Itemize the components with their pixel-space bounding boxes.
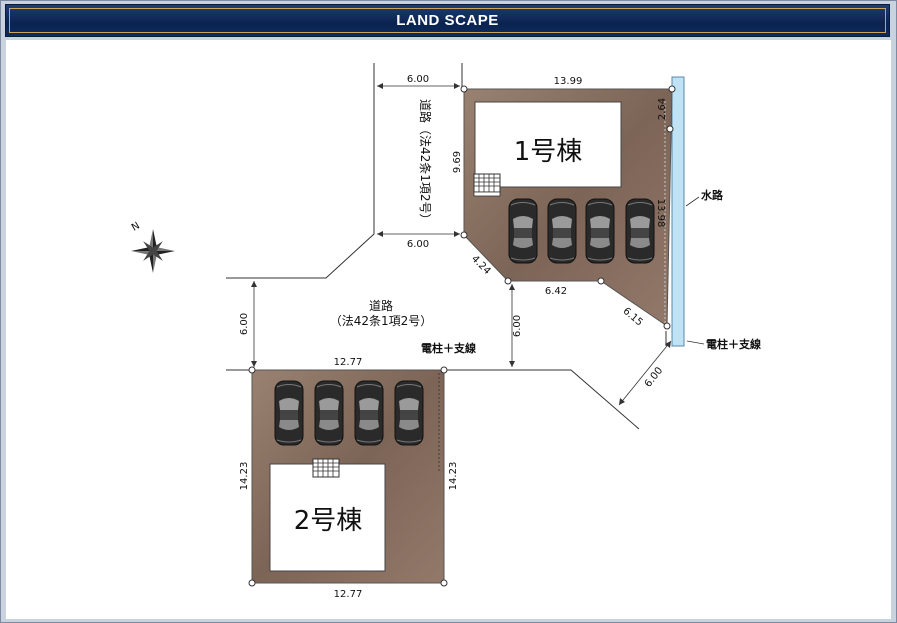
site-plan-svg: 1号棟 2号棟 道路 （法42条1項2号） 道路（法42条1項2号） 水路 電柱… bbox=[130, 63, 761, 600]
car-icon bbox=[547, 198, 577, 264]
dim-road-n-bottom: 6.00 bbox=[407, 239, 429, 250]
dim-lot1-right-a: 2.64 bbox=[657, 98, 668, 120]
utility-pole-label-2: 電柱＋支線 bbox=[706, 337, 761, 351]
lot-2-stairs bbox=[312, 458, 340, 478]
dimension-arrowheads bbox=[251, 83, 671, 405]
building-1 bbox=[474, 101, 622, 188]
car-icon bbox=[585, 198, 615, 264]
dim-lot1-left: 9.69 bbox=[452, 151, 463, 173]
dim-lot1-diag-right: 6.15 bbox=[621, 306, 645, 329]
car-icon bbox=[394, 380, 424, 446]
lot-2-corner-markers bbox=[248, 366, 448, 587]
dim-lot1-right-b: 13.98 bbox=[655, 199, 666, 228]
building-2 bbox=[269, 463, 386, 572]
dim-lot2-right: 14.23 bbox=[448, 462, 459, 491]
dim-lot2-left: 14.23 bbox=[239, 462, 250, 491]
car-icon bbox=[314, 380, 344, 446]
dim-lot2-bottom: 12.77 bbox=[334, 589, 363, 600]
dim-lot1-bottom: 6.42 bbox=[545, 286, 567, 297]
building-1-label: 1号棟 bbox=[514, 137, 583, 167]
lot-1-corner-markers bbox=[460, 85, 676, 330]
main-road-sublabel: （法42条1項2号） bbox=[330, 314, 433, 328]
compass-icon bbox=[131, 229, 175, 273]
compass-north-label: N bbox=[130, 220, 142, 233]
header-bar: LAND SCAPE bbox=[5, 4, 890, 37]
waterway-channel bbox=[671, 76, 685, 347]
car-icon bbox=[508, 198, 538, 264]
site-plan-canvas: 1号棟 2号棟 道路 （法42条1項2号） 道路（法42条1項2号） 水路 電柱… bbox=[6, 40, 891, 619]
dim-road-w-right: 6.00 bbox=[643, 365, 665, 389]
lot-1-stairs bbox=[473, 173, 501, 193]
main-road-label: 道路 bbox=[369, 298, 393, 313]
dimension-lines bbox=[253, 85, 672, 406]
waterway-label: 水路 bbox=[701, 188, 724, 202]
car-icon bbox=[625, 198, 655, 264]
dim-road-w-mid: 6.00 bbox=[512, 315, 523, 337]
dim-lot2-top: 12.77 bbox=[334, 357, 363, 368]
building-2-label: 2号棟 bbox=[294, 506, 363, 536]
dim-lot1-top: 13.99 bbox=[554, 76, 583, 87]
car-icon bbox=[354, 380, 384, 446]
car-icon bbox=[274, 380, 304, 446]
utility-pole-label-1: 電柱＋支線 bbox=[421, 341, 476, 355]
north-road-label: 道路（法42条1項2号） bbox=[418, 99, 433, 226]
dim-road-w-left: 6.00 bbox=[239, 313, 250, 335]
dim-road-n-top: 6.00 bbox=[407, 74, 429, 85]
header-inner-border: LAND SCAPE bbox=[9, 8, 886, 33]
page-title: LAND SCAPE bbox=[396, 12, 499, 29]
